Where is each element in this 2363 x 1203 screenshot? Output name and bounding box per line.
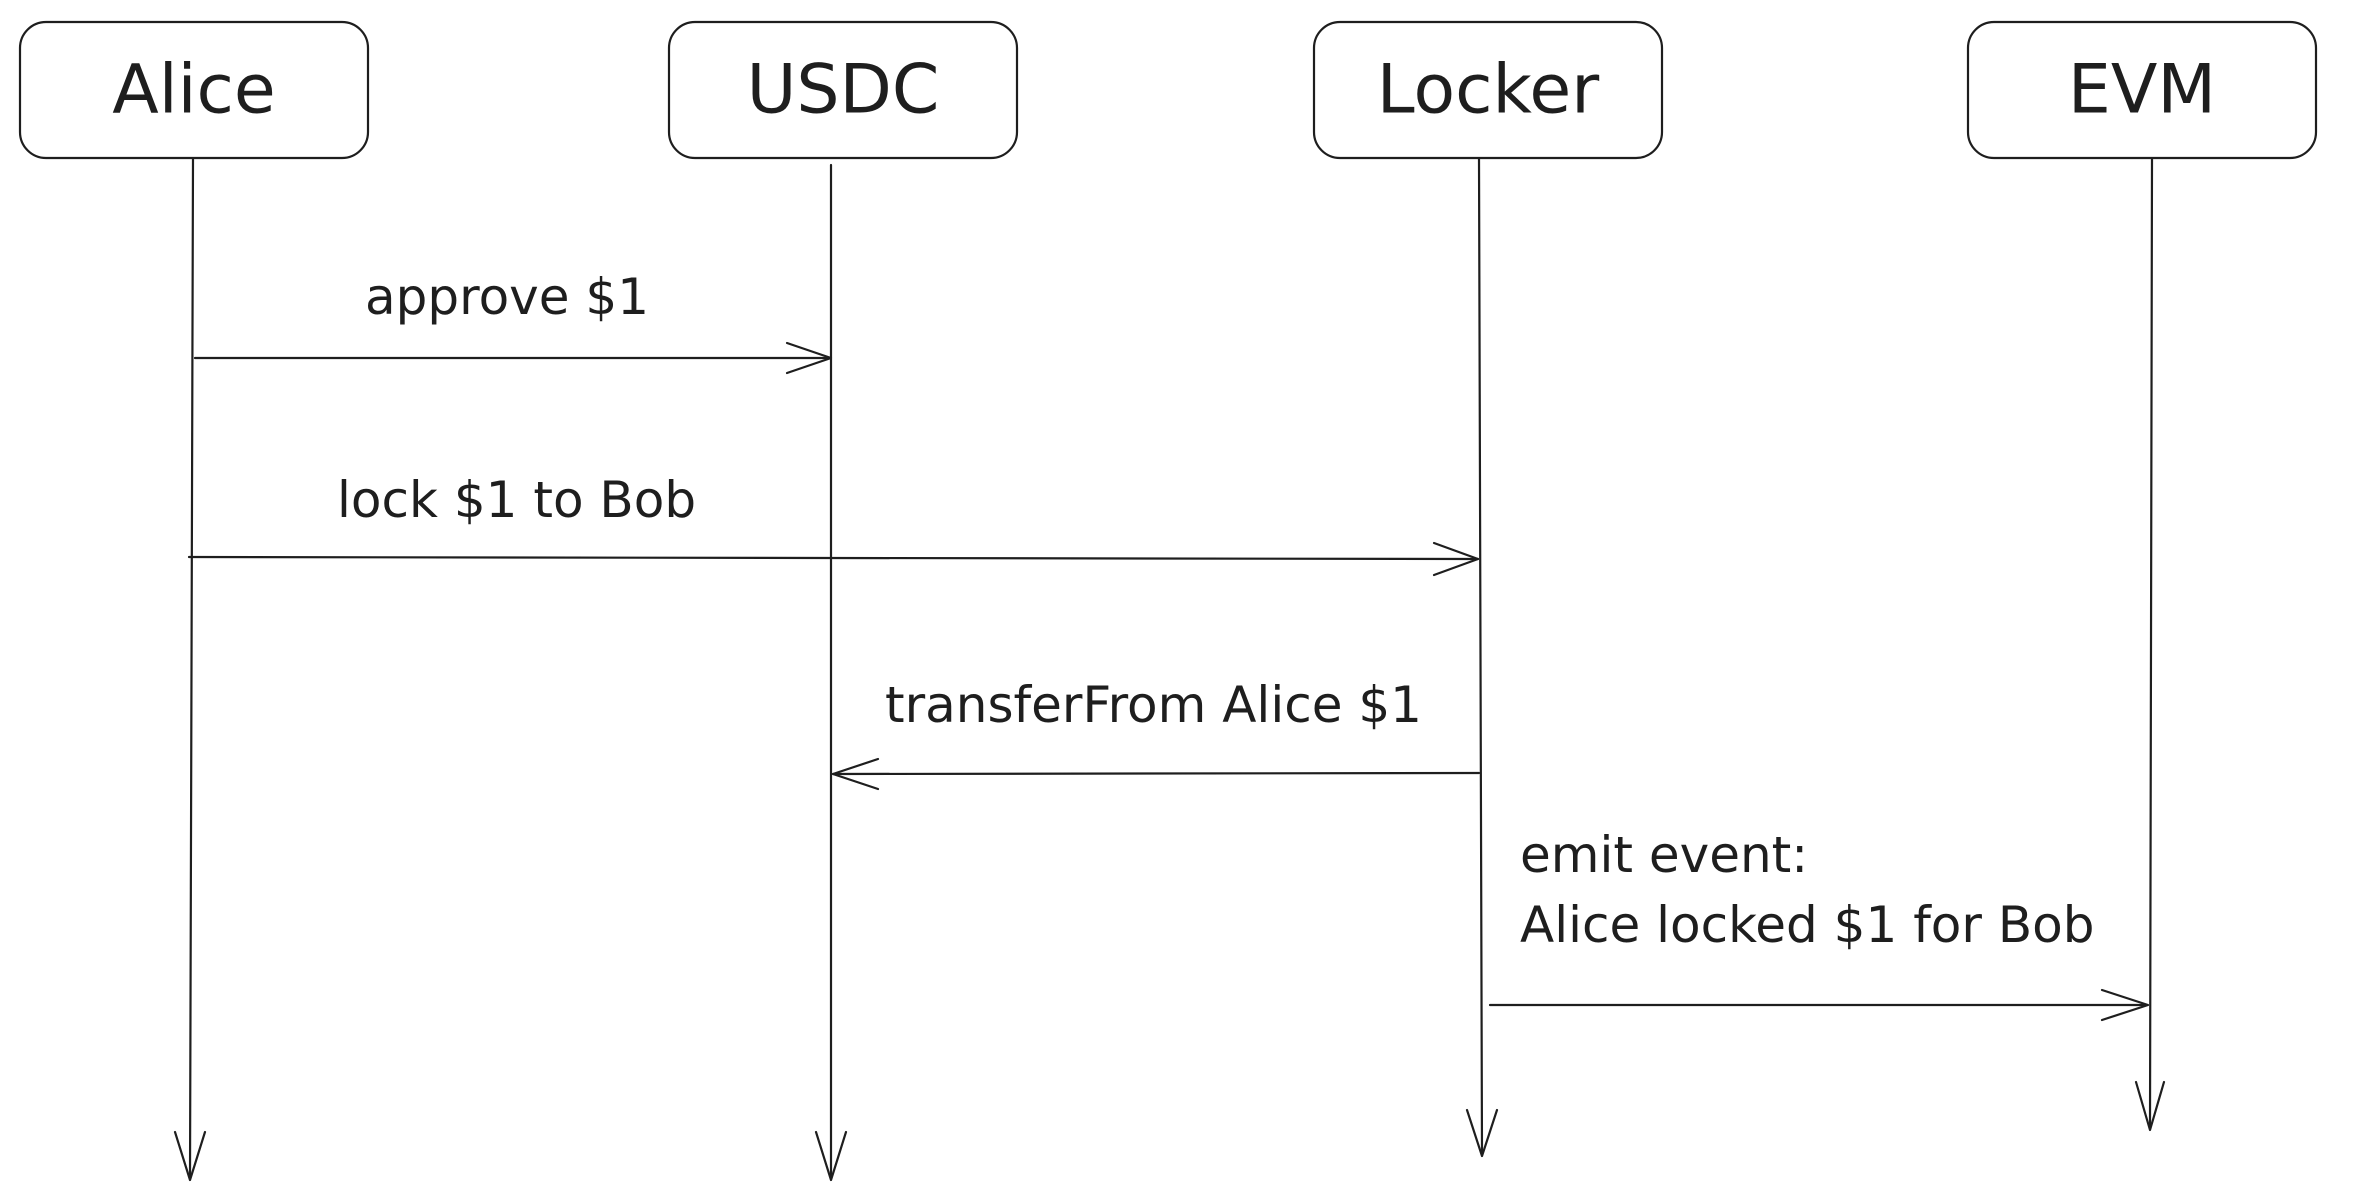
message-arrowhead-approve — [785, 341, 833, 375]
message-label-transfer-from: transferFrom Alice $1 — [885, 676, 1422, 734]
message-label-approve: approve $1 — [365, 268, 649, 326]
actor-label-alice: Alice — [112, 51, 276, 130]
lifeline-evm-arrowhead — [2134, 1080, 2166, 1132]
message-label-emit-event-line2: Alice locked $1 for Bob — [1520, 896, 2094, 954]
actor-box-locker — [1312, 20, 1664, 160]
lifelines — [173, 156, 2166, 1182]
message-emit-event: emit event: Alice locked $1 for Bob — [1488, 826, 2150, 1022]
lifeline-usdc-arrowhead — [814, 1130, 848, 1182]
lifeline-alice — [188, 156, 195, 1180]
actor-box-evm — [1966, 20, 2318, 160]
lifeline-evm — [2148, 156, 2154, 1130]
message-line-lock — [187, 555, 1480, 561]
actor-box-usdc — [667, 20, 1019, 160]
actor-label-evm: EVM — [2068, 51, 2216, 130]
message-approve: approve $1 — [193, 268, 833, 375]
message-label-lock: lock $1 to Bob — [337, 471, 696, 529]
actor-alice: Alice — [18, 20, 370, 160]
message-arrowhead-transfer-from — [831, 757, 880, 791]
message-label-emit-event-line1: emit event: — [1520, 826, 1808, 884]
lifeline-alice-arrowhead — [173, 1130, 207, 1182]
lifeline-locker-arrowhead — [1465, 1108, 1499, 1158]
actor-locker: Locker — [1312, 20, 1664, 160]
message-line-transfer-from — [831, 771, 1481, 776]
actor-usdc: USDC — [667, 20, 1019, 160]
message-transfer-from: transferFrom Alice $1 — [831, 676, 1481, 791]
actor-box-alice — [18, 20, 370, 160]
message-arrowhead-lock — [1432, 541, 1480, 577]
actor-label-usdc: USDC — [747, 51, 940, 130]
lifeline-locker — [1477, 156, 1484, 1156]
actor-evm: EVM — [1966, 20, 2318, 160]
message-arrowhead-emit-event — [2100, 988, 2150, 1022]
actor-label-locker: Locker — [1377, 51, 1599, 130]
message-lock: lock $1 to Bob — [187, 471, 1480, 577]
